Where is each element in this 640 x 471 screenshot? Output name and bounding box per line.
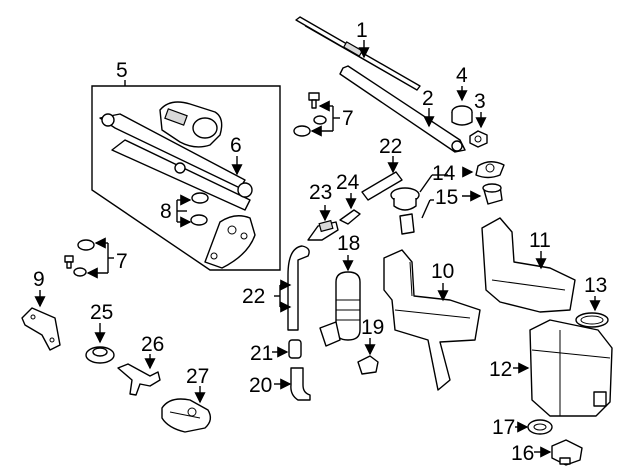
- filler-cap: [475, 161, 505, 179]
- leader-14: [419, 166, 474, 193]
- callout-17: 17: [492, 416, 515, 439]
- callout-5: 5: [116, 59, 128, 82]
- hose-coupling: [288, 339, 302, 359]
- callout-26: 26: [141, 333, 164, 356]
- callout-14: 14: [432, 162, 456, 185]
- o-ring: [575, 312, 609, 328]
- callout-25: 25: [90, 301, 113, 324]
- washer-reservoir-right: [481, 217, 576, 313]
- callout-12: 12: [489, 358, 512, 381]
- callout-9: 9: [33, 268, 45, 291]
- leader-22b: [274, 279, 292, 313]
- callout-13: 13: [584, 274, 607, 297]
- washer-reservoir-center: [383, 249, 481, 391]
- bolt-washer-upper: [293, 92, 327, 137]
- callout-8: 8: [160, 200, 172, 223]
- check-valve: [307, 219, 339, 241]
- arm-nut: [469, 130, 488, 148]
- leader-7b: [86, 237, 114, 279]
- callout-19: 19: [361, 316, 384, 339]
- level-sensor: [551, 439, 583, 466]
- callout-6: 6: [230, 134, 242, 157]
- grommet: [85, 346, 115, 364]
- t-connector: [117, 363, 161, 396]
- wiper-blade: [295, 16, 421, 91]
- callout-7a: 7: [342, 107, 354, 130]
- connector: [339, 209, 361, 225]
- callout-16: 16: [511, 442, 534, 465]
- pump-seal: [527, 419, 553, 435]
- bracket: [21, 307, 61, 351]
- callout-4: 4: [456, 64, 468, 87]
- filler-neck: [482, 183, 503, 205]
- bolt-washer-lower: [64, 239, 95, 277]
- callout-2: 2: [422, 87, 434, 110]
- washer-hose-straight: [361, 171, 403, 201]
- arm-cap: [451, 105, 473, 126]
- callout-11: 11: [529, 229, 551, 252]
- callout-27: 27: [186, 365, 209, 388]
- washer-reservoir-main: [529, 319, 613, 417]
- callout-10: 10: [431, 260, 454, 283]
- filler-cap-small: [390, 187, 420, 211]
- callout-22a: 22: [379, 135, 402, 158]
- callout-15: 15: [435, 186, 458, 209]
- washer-nozzle: [161, 398, 212, 433]
- callout-1: 1: [356, 19, 368, 42]
- callout-21: 21: [250, 342, 273, 365]
- callout-24: 24: [336, 171, 360, 194]
- callout-3: 3: [474, 90, 486, 113]
- filler-neck-small: [399, 213, 415, 235]
- callout-20: 20: [249, 374, 272, 397]
- callout-22b: 22: [242, 285, 265, 308]
- hose-elbow: [290, 367, 311, 401]
- leader-7a: [310, 100, 340, 137]
- pump-grommet: [357, 355, 379, 375]
- callout-23: 23: [309, 181, 332, 204]
- washer-hose-curved: [287, 245, 310, 331]
- linkage-box: [91, 80, 281, 271]
- leader-8: [176, 194, 192, 228]
- leader-15: [421, 190, 482, 219]
- callout-18: 18: [337, 232, 360, 255]
- callout-7b: 7: [116, 250, 128, 273]
- washer-pump: [319, 271, 361, 347]
- wiper-arm: [339, 65, 466, 153]
